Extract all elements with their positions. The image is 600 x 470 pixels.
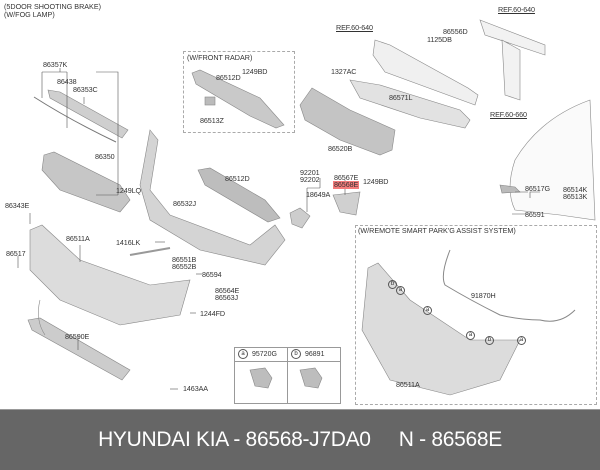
part-label-86517[interactable]: 86517 (6, 249, 26, 258)
legend-part-96891: 96891 (305, 351, 325, 358)
part-label-86591[interactable]: 86591 (525, 210, 545, 219)
legend-mark-a: a (238, 349, 248, 360)
callout-b: b (388, 280, 397, 289)
part-label-18649A[interactable]: 18649A (306, 190, 331, 199)
part-label-86552B[interactable]: 86552B (172, 262, 197, 271)
part-label-86343E[interactable]: 86343E (5, 201, 30, 210)
sensor-legend-table: a 95720G b 96891 (234, 347, 341, 404)
callout-a: a (396, 286, 405, 295)
part-label-86567E[interactable]: 86567E (334, 173, 359, 182)
part-label-86512D[interactable]: 86512D (225, 174, 250, 183)
part-label-86556D[interactable]: 86556D (443, 27, 468, 36)
ref-60-660[interactable]: REF.60-660 (490, 110, 527, 119)
parts-illustration (17, 19, 596, 396)
callout-a: a (517, 336, 526, 345)
part-label-86520B[interactable]: 86520B (328, 144, 353, 153)
part-label-86571L[interactable]: 86571L (389, 93, 413, 102)
part-label-1416LK[interactable]: 1416LK (116, 238, 141, 247)
oem-part-number: HYUNDAI KIA - 86568-J7DA0 (98, 428, 371, 451)
part-label-86563J[interactable]: 86563J (215, 293, 238, 302)
part-label-1327AC[interactable]: 1327AC (331, 67, 357, 76)
legend-mark-b: b (291, 349, 301, 360)
part-label-1125DB[interactable]: 1125DB (427, 35, 452, 44)
legend-cell-a[interactable]: a 95720G (235, 348, 287, 403)
part-label-86514K[interactable]: 86514K (563, 185, 588, 194)
legend-cell-b[interactable]: b 96891 (287, 348, 340, 403)
part-label-92201[interactable]: 92201 (300, 168, 320, 177)
fog-lamp-note: (W/FOG LAMP) (4, 10, 55, 19)
part-label-86438[interactable]: 86438 (57, 77, 77, 86)
parking-assist-note: (W/REMOTE SMART PARK'G ASSIST SYSTEM) (358, 226, 516, 235)
part-number-banner: HYUNDAI KIA - 86568-J7DA0 N - 86568E (0, 409, 600, 470)
part-label-86564E[interactable]: 86564E (215, 286, 240, 295)
part-label-1244FD[interactable]: 1244FD (200, 309, 225, 318)
callout-b: b (485, 336, 494, 345)
legend-part-95720G: 95720G (252, 351, 277, 358)
callout-a: a (423, 306, 432, 315)
callout-a: a (466, 331, 475, 340)
part-label-86513Z[interactable]: 86513Z (200, 116, 224, 125)
ref-60-640-right[interactable]: REF.60-640 (498, 5, 535, 14)
part-label-86511A[interactable]: 86511A (66, 234, 90, 243)
part-label-86350[interactable]: 86350 (95, 152, 115, 161)
part-label-86512D-radar[interactable]: 86512D (216, 73, 241, 82)
front-radar-note: (W/FRONT RADAR) (187, 53, 253, 62)
parts-diagram: (5DOOR SHOOTING BRAKE) (W/FOG LAMP) (W/F… (4, 2, 597, 405)
part-label-86594[interactable]: 86594 (202, 270, 222, 279)
ref-60-640-left[interactable]: REF.60-640 (336, 23, 373, 32)
part-label-92202[interactable]: 92202 (300, 175, 320, 184)
part-label-1463AA[interactable]: 1463AA (183, 384, 208, 393)
part-label-86568E-highlighted[interactable]: 86568E (333, 180, 360, 189)
part-label-91870H[interactable]: 91870H (471, 291, 496, 300)
body-type-note: (5DOOR SHOOTING BRAKE) (4, 2, 102, 11)
parking-assist-box (355, 225, 597, 405)
part-label-86511A-pas[interactable]: 86511A (396, 380, 420, 389)
part-label-86590E[interactable]: 86590E (65, 332, 90, 341)
part-label-86517G[interactable]: 86517G (525, 184, 550, 193)
part-label-86353C[interactable]: 86353C (73, 85, 98, 94)
part-label-86532J[interactable]: 86532J (173, 199, 196, 208)
part-label-1249LQ[interactable]: 1249LQ (116, 186, 141, 195)
part-label-1249BD[interactable]: 1249BD (363, 177, 389, 186)
part-label-86513K[interactable]: 86513K (563, 192, 588, 201)
part-label-1249BD-radar[interactable]: 1249BD (242, 67, 268, 76)
part-label-86357K[interactable]: 86357K (43, 60, 68, 69)
front-radar-box (183, 51, 295, 133)
short-part-number: N - 86568E (398, 428, 503, 451)
part-label-86551B[interactable]: 86551B (172, 255, 197, 264)
